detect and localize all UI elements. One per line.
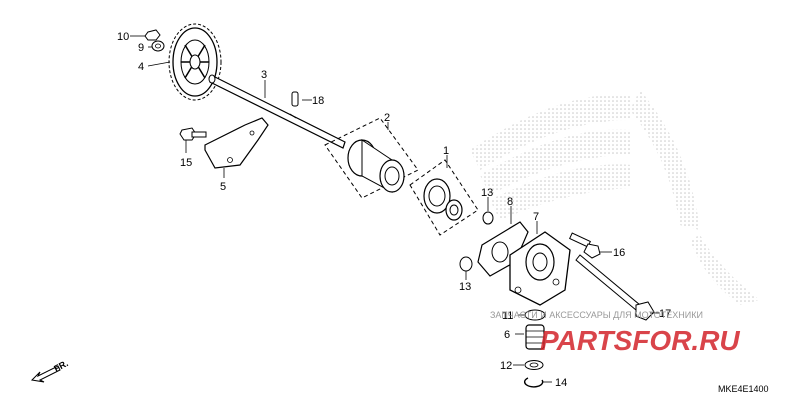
callout-6: 6 <box>504 329 510 341</box>
callout-7: 7 <box>533 211 539 223</box>
callout-2: 2 <box>384 112 390 124</box>
bolt-part-17 <box>575 254 655 321</box>
dowel-pin-part-13-upper <box>482 211 494 225</box>
callout-labels: 10 9 4 3 18 2 1 13 8 7 16 13 17 11 6 12 … <box>117 31 671 389</box>
leader-lines <box>130 35 660 383</box>
callout-16: 16 <box>613 247 625 259</box>
dowel-pin-part-13-lower <box>459 256 473 272</box>
callout-4: 4 <box>138 61 144 73</box>
callout-15: 15 <box>180 157 192 169</box>
shaft-part-3 <box>208 74 346 149</box>
callout-10: 10 <box>117 31 129 43</box>
clip-part-14 <box>523 377 544 388</box>
rotor-assembly-part-1 <box>409 159 479 236</box>
background-wing-emblem <box>470 90 760 305</box>
gear-part-4 <box>168 23 222 101</box>
callout-11: 11 <box>502 310 513 322</box>
callout-8: 8 <box>507 196 513 208</box>
front-direction-indicator: FR. <box>30 358 70 383</box>
bolt-part-16 <box>569 232 601 259</box>
washer-part-11 <box>524 309 546 321</box>
watermark-brand: PARTSFOR.RU <box>540 325 740 356</box>
callout-14: 14 <box>555 377 567 389</box>
washer-part-9 <box>151 40 165 52</box>
callout-17: 17 <box>659 308 671 320</box>
plate-part-5 <box>204 117 269 169</box>
callout-13-upper: 13 <box>481 187 493 199</box>
watermark-tagline: ЗАПЧАСТИ И АКСЕССУАРЫ ДЛЯ МОТОТЕХНИКИ <box>490 310 703 320</box>
pump-body-part-7 <box>509 231 571 306</box>
callout-3: 3 <box>261 69 267 81</box>
valve-part-6 <box>525 324 545 350</box>
callout-18: 18 <box>312 95 324 107</box>
callout-13-lower: 13 <box>459 281 471 293</box>
nut-part-10 <box>144 29 161 41</box>
pin-part-18 <box>291 91 299 107</box>
watermark: ЗАПЧАСТИ И АКСЕССУАРЫ ДЛЯ МОТОТЕХНИКИ PA… <box>490 310 740 356</box>
callout-9: 9 <box>138 42 144 54</box>
diagram-code: MKE4E1400 <box>718 384 769 394</box>
washer-part-12 <box>524 360 544 370</box>
callout-5: 5 <box>220 181 226 193</box>
rotor-set-part-2 <box>324 117 419 199</box>
callout-12: 12 <box>500 360 512 372</box>
callout-1: 1 <box>443 145 449 157</box>
bolt-part-15 <box>179 127 207 141</box>
fr-label: FR. <box>52 358 69 374</box>
